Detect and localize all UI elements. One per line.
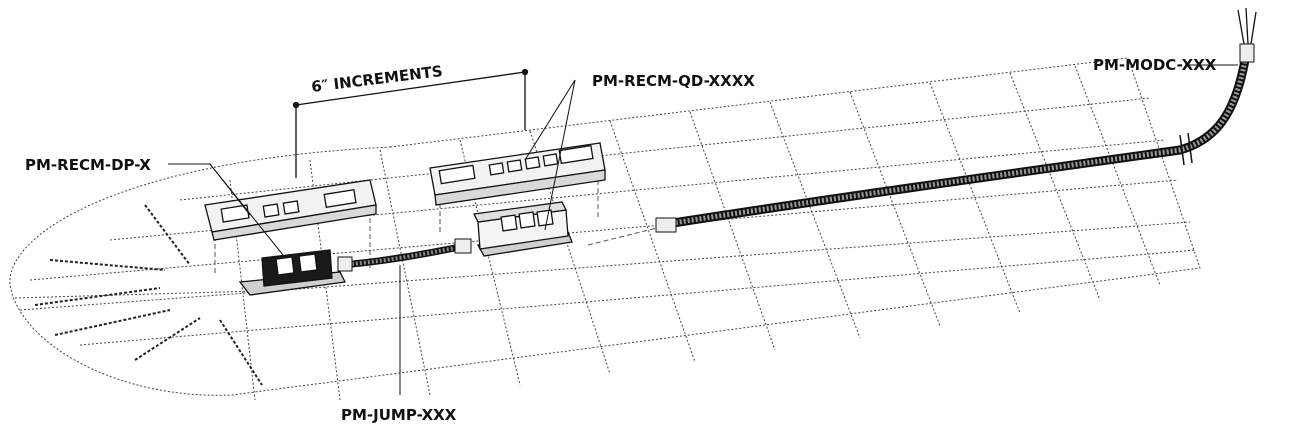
recm-dp-module [238,249,346,296]
grid-column-lines [229,65,1161,401]
table-surface [9,57,1201,401]
label-jump: PM-JUMP-XXX [341,406,457,424]
label-recm-qd: PM-RECM-QD-XXXX [592,72,755,90]
recm-dp-cover [204,179,377,241]
jumper-conduit [337,238,472,272]
recm-qd-module [473,201,573,257]
label-increments: 6″ INCREMENTS [310,62,443,96]
end-radial-slats [34,204,263,386]
feed-conduit [655,7,1257,233]
grid-row-lines [19,97,1197,346]
leader-lines [168,64,1238,395]
recm-qd-cover [429,142,606,206]
label-recm-dp: PM-RECM-DP-X [25,156,151,174]
increments-dimension [292,68,529,178]
end-spine [14,289,291,299]
table-outline [9,57,1201,396]
label-modc: PM-MODC-XXX [1093,56,1217,74]
